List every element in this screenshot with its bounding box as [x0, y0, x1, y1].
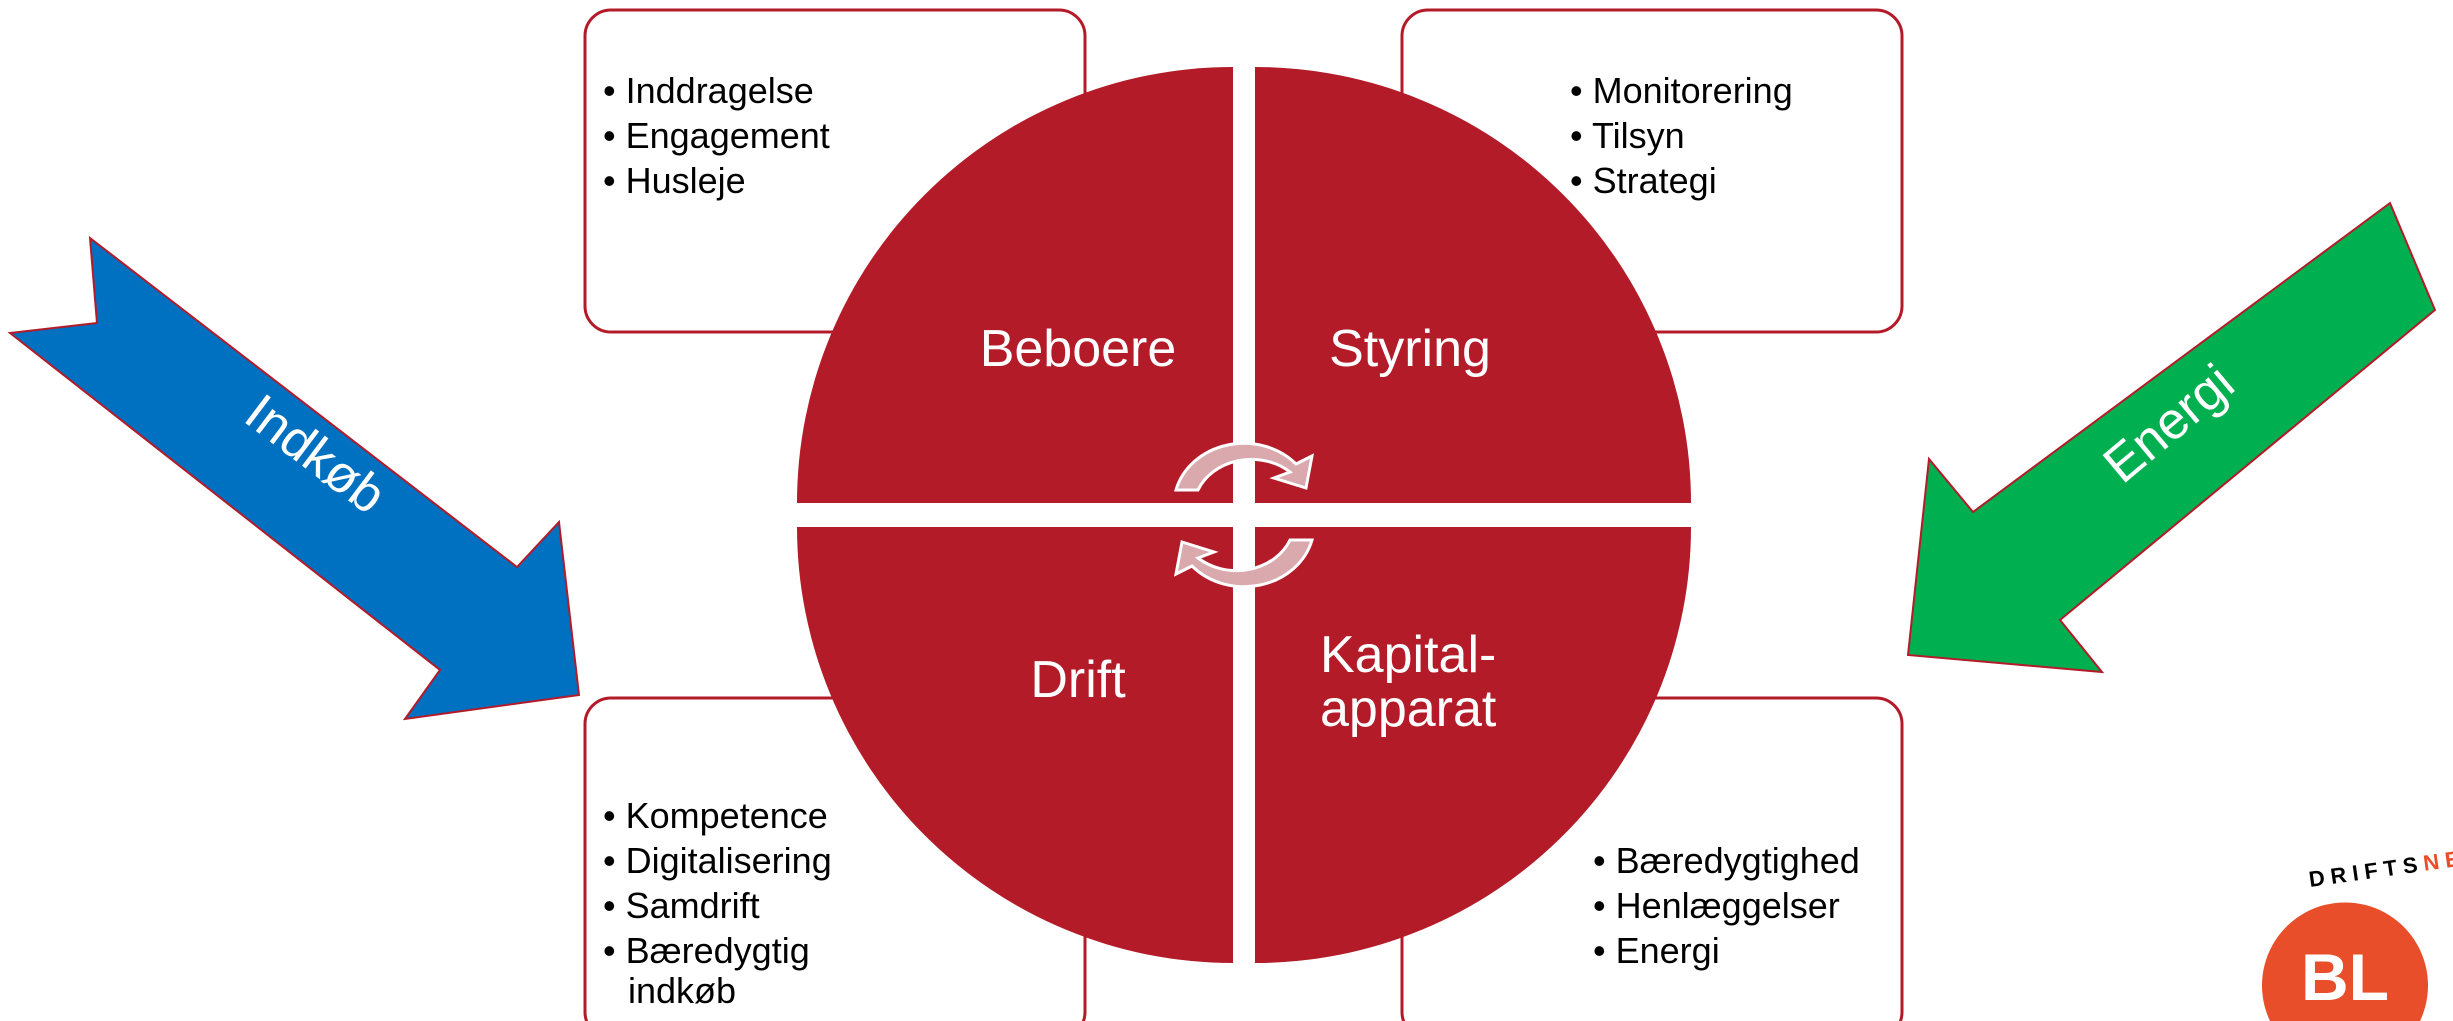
logo-circle [2262, 902, 2428, 1021]
list-item: Bæredygtighed [1616, 840, 1860, 881]
svg-text:• Bæredygtighed: • Bæredygtighed [1593, 840, 1860, 881]
quadrant-label-apparat: apparat [1320, 680, 1497, 738]
logo-mark: BL [2301, 940, 2389, 1014]
energi-arrow-shape [1906, 201, 2437, 674]
list-item: Kompetence [626, 795, 828, 836]
svg-text:• Kompetence: • Kompetence [603, 795, 828, 836]
indkob-arrow-shape [7, 235, 581, 721]
logo-text-drifts: DRIFTS [2307, 851, 2425, 892]
list-item: Samdrift [626, 885, 760, 926]
svg-text:• Strategi: • Strategi [1570, 160, 1717, 201]
list-item: Henlæggelser [1616, 885, 1840, 926]
bullet: • [603, 115, 616, 156]
cycle-arrow-top-icon [1174, 441, 1315, 492]
svg-text:• Digitalisering: • Digitalisering [603, 840, 832, 881]
bullet: • [1570, 160, 1583, 201]
list-item: Digitalisering [626, 840, 832, 881]
box-top-right-list: • Monitorering • Tilsyn • Strategi [1570, 70, 1793, 201]
bullet: • [1570, 115, 1583, 156]
quadrant-label-kapital: Kapital- [1320, 626, 1496, 684]
list-item: Monitorering [1593, 70, 1793, 111]
svg-text:• Energi: • Energi [1593, 930, 1720, 971]
cycle-circle [797, 67, 1691, 963]
quadrant-top-left [797, 67, 1233, 503]
quadrant-top-right [1255, 67, 1691, 503]
bullet: • [1570, 70, 1583, 111]
list-item: Inddragelse [626, 70, 814, 111]
list-item: Bæredygtig [626, 930, 810, 971]
bullet: • [603, 840, 616, 881]
quadrant-label-beboere: Beboere [980, 320, 1177, 378]
svg-text:• Henlæggelser: • Henlæggelser [1593, 885, 1840, 926]
svg-text:DRIFTSNET: DRIFTSNET [2307, 842, 2453, 891]
energi-arrow: Energi [1906, 201, 2437, 674]
cycle-arrows-icon [1173, 441, 1315, 589]
quadrant-label-drift: Drift [1030, 651, 1126, 709]
list-item-continuation: indkøb [628, 970, 736, 1011]
bullet: • [603, 930, 616, 971]
list-item: Energi [1616, 930, 1720, 971]
bullet: • [1593, 840, 1606, 881]
list-item: Engagement [626, 115, 830, 156]
quadrant-label-styring: Styring [1329, 320, 1491, 378]
box-bottom-left-list: • Kompetence • Digitalisering • Samdrift… [603, 795, 832, 1011]
list-item: Strategi [1593, 160, 1717, 201]
box-top-left-list: • Inddragelse • Engagement • Husleje [603, 70, 830, 201]
bullet: • [603, 70, 616, 111]
bullet: • [603, 795, 616, 836]
cycle-arrow-bottom-icon [1173, 538, 1314, 589]
svg-text:• Monitorering: • Monitorering [1570, 70, 1793, 111]
list-item: Husleje [626, 160, 746, 201]
svg-text:• Tilsyn: • Tilsyn [1570, 115, 1685, 156]
quadrant-bottom-left [797, 527, 1233, 963]
driftsnet-logo: DRIFTSNET BL [2262, 842, 2453, 1021]
bullet: • [1593, 885, 1606, 926]
svg-text:• Bæredygtig: • Bæredygtig [603, 930, 810, 971]
logo-text-net: NET [2422, 842, 2453, 875]
bullet: • [1593, 930, 1606, 971]
box-bottom-right-list: • Bæredygtighed • Henlæggelser • Energi [1593, 840, 1860, 971]
svg-text:• Engagement: • Engagement [603, 115, 830, 156]
quadrant-bottom-right [1255, 527, 1691, 963]
indkob-arrow: Indkøb [7, 235, 581, 721]
svg-text:• Husleje: • Husleje [603, 160, 746, 201]
bullet: • [603, 160, 616, 201]
bullet: • [603, 885, 616, 926]
svg-text:• Samdrift: • Samdrift [603, 885, 760, 926]
svg-text:• Inddragelse: • Inddragelse [603, 70, 814, 111]
list-item: Tilsyn [1592, 115, 1685, 156]
